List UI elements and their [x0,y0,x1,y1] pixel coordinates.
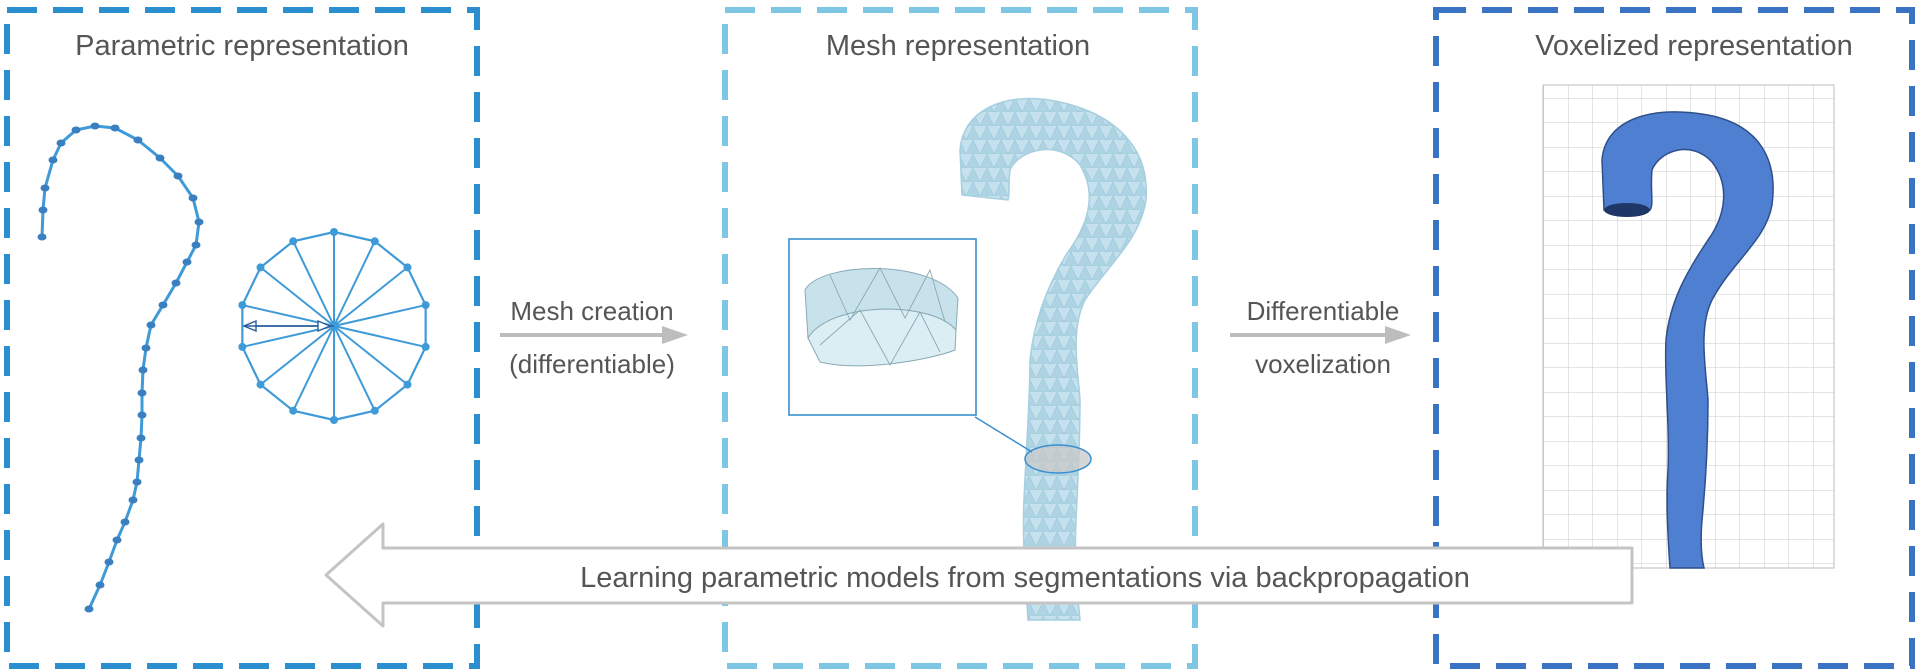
cross-section-spoke [292,325,335,412]
control-point [146,321,156,329]
cross-section-polygon [238,228,430,424]
cross-section-spoke [292,240,335,327]
cross-section-spoke [333,266,409,327]
cross-section-vertex [403,380,412,389]
control-point [71,126,81,134]
cross-section-vertex [238,301,247,310]
parametric-panel-title: Parametric representation [75,30,409,62]
control-point [173,172,183,180]
voxel-panel-frame [1433,7,1915,669]
cross-section-vertex [421,301,430,310]
control-point [138,366,148,374]
control-point [48,156,58,164]
voxelization-arrowhead [1385,326,1411,344]
cross-section-vertex [289,406,298,415]
control-point [188,194,198,202]
control-point [136,434,146,442]
cross-section-vertex [256,380,265,389]
backprop-arrow [324,522,1634,628]
control-point [120,518,130,526]
control-point [37,233,47,241]
parametric-panel-frame [4,7,480,669]
control-point [134,456,144,464]
control-point [112,536,122,544]
mesh-panel-title: Mesh representation [826,30,1090,62]
cross-section-vertex [238,342,247,351]
control-point [90,122,100,130]
control-point [137,411,147,419]
cross-section-spoke [259,325,335,386]
mesh-cut-ellipse [1024,444,1092,474]
voxel-tube-opening [1604,203,1650,217]
centerline-curve [40,124,201,610]
cross-section-vertex [421,342,430,351]
mesh-ring-segment [804,267,959,367]
control-point [137,389,147,397]
control-point [158,301,168,309]
cross-section-spoke [333,325,376,412]
cross-section-spoke [333,304,426,327]
cross-section-vertex [289,237,298,246]
control-point [84,605,94,613]
centerline-control-points [37,122,204,613]
control-point [38,206,48,214]
control-point [133,136,143,144]
backprop-label: Learning parametric models from segmenta… [580,562,1470,594]
cross-section-spoke [259,266,335,327]
control-point [132,478,142,486]
mesh-creation-label-1: Mesh creation [510,296,673,326]
control-point [110,124,120,132]
cross-section-spoke [333,240,376,327]
voxel-panel-title: Voxelized representation [1535,30,1853,62]
control-point [141,344,151,352]
voxelization-label-1: Differentiable [1247,296,1400,326]
cross-section-vertex [403,263,412,272]
mesh-panel-frame [722,7,1198,669]
control-point [104,558,114,566]
cross-section-vertex [370,237,379,246]
control-point [40,184,50,192]
voxel-tube [1601,111,1774,569]
zoom-connector [974,416,1033,453]
cross-section-vertex [330,416,338,424]
cross-section-vertex [370,406,379,415]
mesh-tube [959,97,1148,621]
control-point [128,496,138,504]
control-point [155,154,165,162]
control-point [191,241,201,249]
mesh-creation-label-2: (differentiable) [509,349,675,379]
cross-section-vertex [256,263,265,272]
cross-section-spoke [333,325,426,348]
control-point [194,218,204,226]
control-point [171,279,181,287]
control-point [56,139,66,147]
cross-section-vertex [330,228,338,236]
control-point [95,581,105,589]
voxelization-label-2: voxelization [1255,349,1391,379]
mesh-creation-arrowhead [662,326,688,344]
control-point [182,258,192,266]
cross-section-spoke [333,325,409,386]
